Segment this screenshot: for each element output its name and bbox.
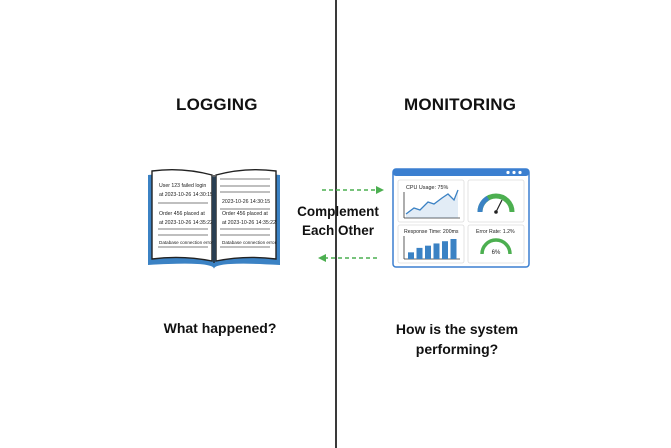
response-time-label: Response Time: 200ms	[404, 229, 459, 235]
log-entry-4-line1: Order 456 placed at	[222, 211, 268, 217]
response-bar	[408, 252, 414, 259]
log-entry-2-line1: Order 456 placed at	[159, 211, 205, 217]
gauge-needle-icon	[495, 199, 503, 213]
monitoring-title: MONITORING	[404, 95, 517, 114]
complement-label-line1: Complement	[297, 204, 379, 219]
arrow-right-icon	[376, 186, 384, 194]
arrow-left-icon	[318, 254, 326, 262]
response-bar	[450, 239, 457, 259]
cpu-line-series	[405, 189, 459, 215]
monitoring-caption: How is the system performing?	[382, 319, 532, 359]
error-gauge-arc	[480, 238, 512, 255]
complement-arrows	[318, 186, 384, 262]
log-footer-left: Database connection error	[159, 240, 214, 245]
log-entry-1-line2: at 2023-10-26 14:30:15	[159, 192, 213, 198]
log-entry-1-line1: User 123 failed login	[159, 183, 206, 189]
response-bar	[425, 245, 431, 259]
cpu-usage-label: CPU Usage: 75%	[406, 185, 448, 191]
response-bar	[433, 243, 440, 259]
response-bars	[408, 239, 457, 259]
log-entry-2-line2: at 2023-10-26 14:35:22	[159, 220, 213, 226]
logbook-illustration: User 123 failed login at 2023-10-26 14:3…	[148, 168, 280, 269]
response-bar	[416, 247, 423, 259]
response-bar	[442, 241, 448, 259]
monitoring-caption-line1: How is the system	[395, 321, 519, 337]
logging-caption: What happened?	[163, 320, 277, 336]
error-rate-label: Error Rate: 1.2%	[476, 229, 515, 235]
log-entry-4-line2: at 2023-10-26 14:35:22	[222, 220, 276, 226]
complement-label: Complement Each Other	[290, 202, 386, 240]
log-entry-3-line1: 2023-10-26 14:30:15	[222, 199, 270, 205]
error-gauge-value: 6%	[492, 250, 501, 256]
logging-title: LOGGING	[176, 95, 258, 114]
log-footer-right: Database connection error	[222, 240, 277, 245]
monitoring-caption-line2: performing?	[415, 341, 499, 357]
center-divider	[335, 0, 337, 448]
complement-label-line2: Each Other	[301, 223, 375, 238]
dashboard-illustration: CPU Usage: 75% Response Time: 200ms Erro…	[392, 168, 530, 268]
